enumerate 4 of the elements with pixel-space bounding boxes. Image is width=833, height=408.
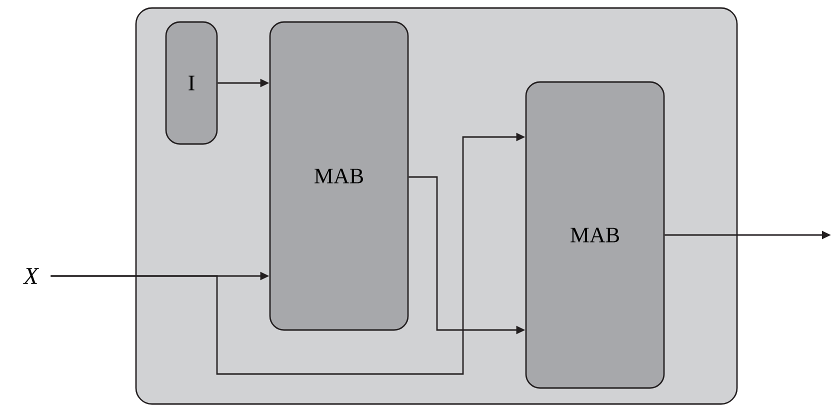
process-box: I: [165, 21, 218, 145]
process-box: MAB: [525, 81, 665, 389]
process-box: MAB: [269, 21, 409, 331]
input-label: X: [22, 268, 40, 284]
